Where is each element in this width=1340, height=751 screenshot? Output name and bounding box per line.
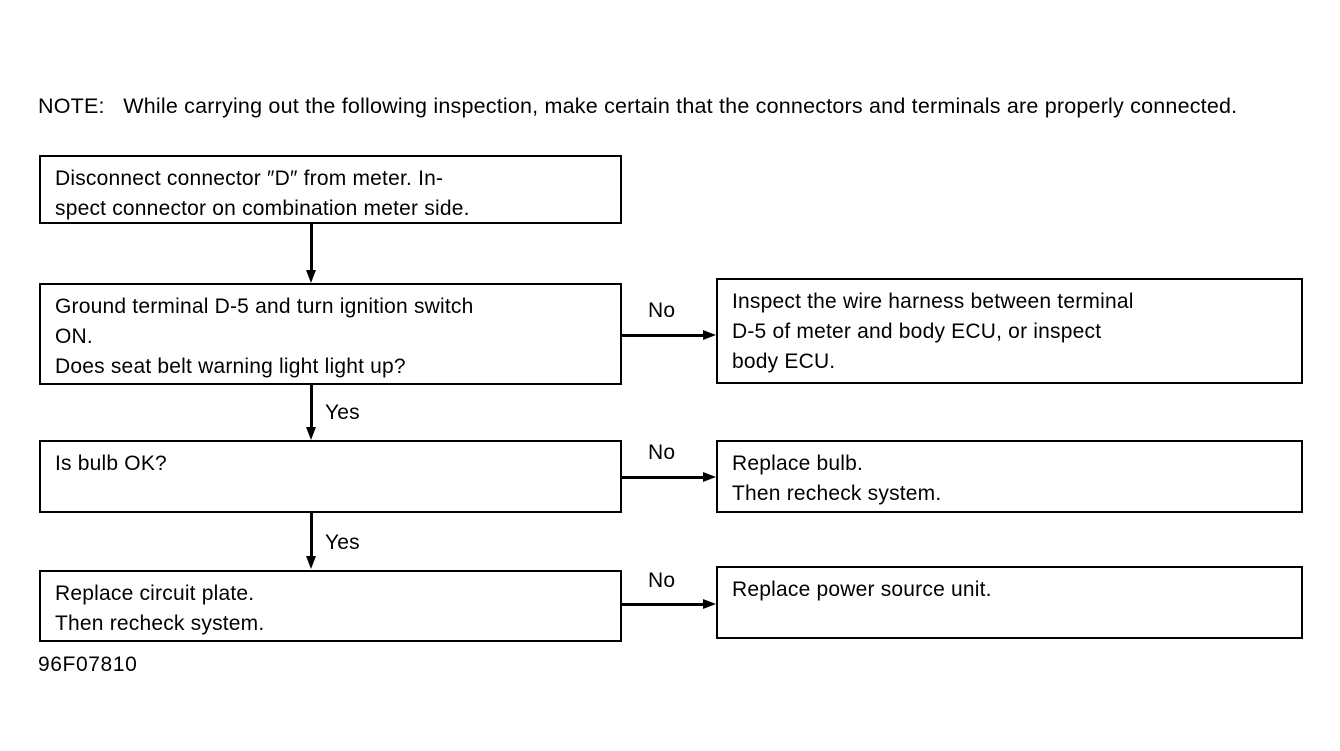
flow-box-replace-circuit-plate: Replace circuit plate. Then recheck syst… xyxy=(39,570,622,642)
note-text: While carrying out the following inspect… xyxy=(123,93,1238,118)
flow-box-replace-bulb: Replace bulb. Then recheck system. xyxy=(716,440,1303,513)
arrowhead-down-icon xyxy=(306,270,316,283)
arrowhead-right-icon xyxy=(703,472,716,482)
flow-box-text: Ground terminal D-5 and turn ignition sw… xyxy=(55,295,474,378)
flow-box-text: Replace bulb. Then recheck system. xyxy=(732,452,942,505)
flow-box-text: Disconnect connector ″D″ from meter. In-… xyxy=(55,167,470,220)
connector-circuit-plate-to-power-source xyxy=(622,603,706,606)
flow-box-text: Inspect the wire harness between termina… xyxy=(732,290,1134,373)
connector-ground-to-harness xyxy=(622,334,706,337)
flow-box-text: Replace power source unit. xyxy=(732,578,992,601)
connector-disconnect-to-ground xyxy=(310,224,313,271)
connector-ground-to-bulb xyxy=(310,385,313,428)
connector-bulb-to-replace-bulb xyxy=(622,476,706,479)
flow-box-ground-terminal: Ground terminal D-5 and turn ignition sw… xyxy=(39,283,622,385)
connector-bulb-to-circuit-plate xyxy=(310,513,313,557)
flow-box-inspect-harness: Inspect the wire harness between termina… xyxy=(716,278,1303,384)
arrowhead-down-icon xyxy=(306,556,316,569)
flow-box-disconnect-connector: Disconnect connector ″D″ from meter. In-… xyxy=(39,155,622,224)
branch-label-no-1: No xyxy=(648,299,676,322)
arrowhead-right-icon xyxy=(703,330,716,340)
flow-box-text: Is bulb OK? xyxy=(55,452,167,475)
branch-label-no-3: No xyxy=(648,569,676,592)
arrowhead-right-icon xyxy=(703,599,716,609)
flow-box-replace-power-source-unit: Replace power source unit. xyxy=(716,566,1303,639)
branch-label-no-2: No xyxy=(648,441,676,464)
note-paragraph: NOTE: While carrying out the following i… xyxy=(38,90,1308,123)
branch-label-yes-2: Yes xyxy=(325,531,360,554)
flow-box-is-bulb-ok: Is bulb OK? xyxy=(39,440,622,513)
note-label: NOTE: xyxy=(38,93,105,118)
arrowhead-down-icon xyxy=(306,427,316,440)
branch-label-yes-1: Yes xyxy=(325,401,360,424)
flow-box-text: Replace circuit plate. Then recheck syst… xyxy=(55,582,265,635)
figure-caption: 96F07810 xyxy=(38,653,138,676)
